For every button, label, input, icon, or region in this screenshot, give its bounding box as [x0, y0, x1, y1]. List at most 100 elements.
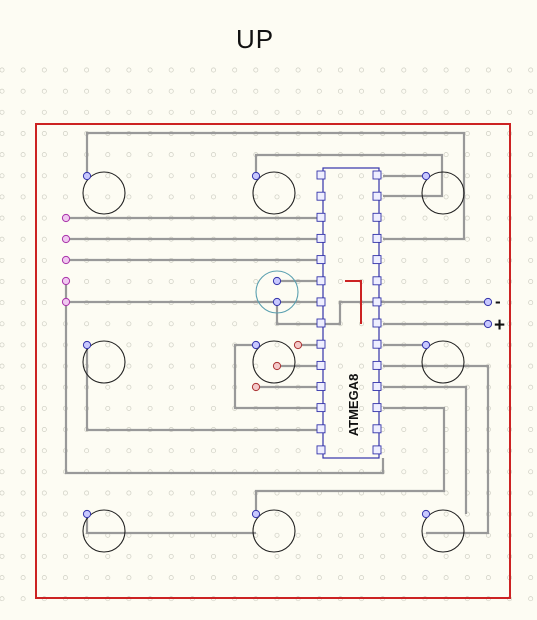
grid-hole: [422, 448, 428, 454]
chip-pin-right: [372, 382, 382, 391]
grid-hole: [464, 88, 470, 94]
grid-hole: [147, 448, 153, 454]
grid-hole: [0, 152, 5, 158]
grid-hole: [0, 131, 5, 136]
grid-hole: [422, 67, 428, 73]
grid-hole: [337, 511, 343, 517]
grid-hole: [168, 88, 174, 94]
grid-hole: [359, 257, 364, 263]
chip-pin-left: [316, 255, 326, 265]
grid-hole: [337, 342, 343, 348]
grid-hole: [20, 131, 26, 136]
chip-pin-right: [372, 318, 382, 328]
grid-hole: [464, 279, 470, 284]
led-bottom-right-outline-icon: [421, 509, 465, 553]
grid-hole: [485, 109, 491, 115]
grid-hole: [401, 511, 407, 517]
grid-hole: [528, 279, 534, 284]
grid-hole: [359, 553, 364, 559]
grid-hole: [189, 109, 195, 115]
grid-hole: [485, 553, 491, 559]
grid-hole: [147, 575, 153, 581]
led-mid-right-outline-icon: [421, 340, 465, 384]
grid-hole: [337, 194, 343, 200]
trace-right-3: [254, 406, 446, 514]
grid-hole: [507, 67, 513, 73]
grid-hole: [189, 384, 195, 390]
grid-hole: [528, 384, 534, 390]
grid-hole: [105, 553, 111, 559]
chip-pin-left: [316, 339, 326, 349]
grid-hole: [189, 342, 195, 348]
grid-hole: [84, 575, 90, 581]
grid-hole: [464, 575, 470, 581]
grid-hole: [0, 427, 5, 432]
grid-hole: [295, 67, 301, 73]
grid-hole: [337, 575, 343, 581]
grid-hole: [528, 405, 534, 411]
grid-hole: [62, 532, 68, 538]
grid-hole: [253, 553, 259, 559]
grid-hole: [20, 469, 26, 475]
grid-hole: [0, 405, 5, 411]
grid-hole: [41, 215, 47, 221]
grid-hole: [316, 511, 322, 517]
grid-hole: [0, 575, 5, 581]
grid-hole: [211, 152, 216, 158]
grid-hole: [0, 67, 5, 73]
grid-hole: [464, 215, 470, 221]
grid-hole: [62, 173, 68, 179]
grid-hole: [528, 257, 534, 263]
grid-hole: [211, 405, 216, 411]
grid-hole: [105, 511, 111, 517]
grid-hole: [253, 363, 259, 369]
jumper-wire: [345, 280, 362, 324]
grid-hole: [422, 88, 428, 94]
grid-hole: [528, 109, 534, 115]
grid-hole: [422, 469, 428, 475]
grid-hole: [274, 194, 280, 200]
grid-hole: [168, 109, 174, 115]
grid-hole: [0, 257, 5, 263]
grid-hole: [274, 67, 280, 73]
grid-hole: [147, 363, 153, 369]
grid-hole: [147, 490, 153, 496]
grid-hole: [20, 279, 26, 284]
grid-hole: [295, 173, 301, 179]
grid-hole: [0, 236, 5, 242]
grid-hole: [380, 575, 386, 581]
pad-purple-2: [61, 234, 71, 244]
grid-hole: [401, 88, 407, 94]
grid-hole: [62, 67, 68, 73]
grid-hole: [359, 194, 364, 200]
grid-hole: [20, 215, 26, 221]
grid-hole: [168, 490, 174, 496]
grid-hole: [189, 279, 195, 284]
chip-pin-left: [316, 424, 326, 434]
grid-hole: [528, 490, 534, 496]
grid-hole: [126, 448, 132, 454]
grid-hole: [464, 342, 470, 348]
chip-body: [322, 167, 380, 459]
grid-hole: [0, 511, 5, 517]
grid-hole: [528, 596, 534, 602]
grid-hole: [0, 279, 5, 284]
grid-hole: [528, 575, 534, 581]
chip-pin-left: [316, 276, 326, 286]
grid-hole: [105, 342, 111, 348]
grid-hole: [168, 194, 174, 200]
grid-hole: [443, 67, 449, 73]
pad-purple-5: [61, 297, 71, 307]
grid-hole: [147, 342, 153, 348]
grid-hole: [84, 490, 90, 496]
grid-hole: [464, 173, 470, 179]
grid-hole: [528, 215, 534, 221]
grid-hole: [485, 88, 491, 94]
grid-hole: [20, 553, 26, 559]
grid-hole: [232, 279, 238, 284]
grid-hole: [274, 532, 280, 538]
grid-hole: [253, 194, 259, 200]
grid-hole: [211, 173, 216, 179]
grid-hole: [147, 384, 153, 390]
grid-hole: [464, 553, 470, 559]
